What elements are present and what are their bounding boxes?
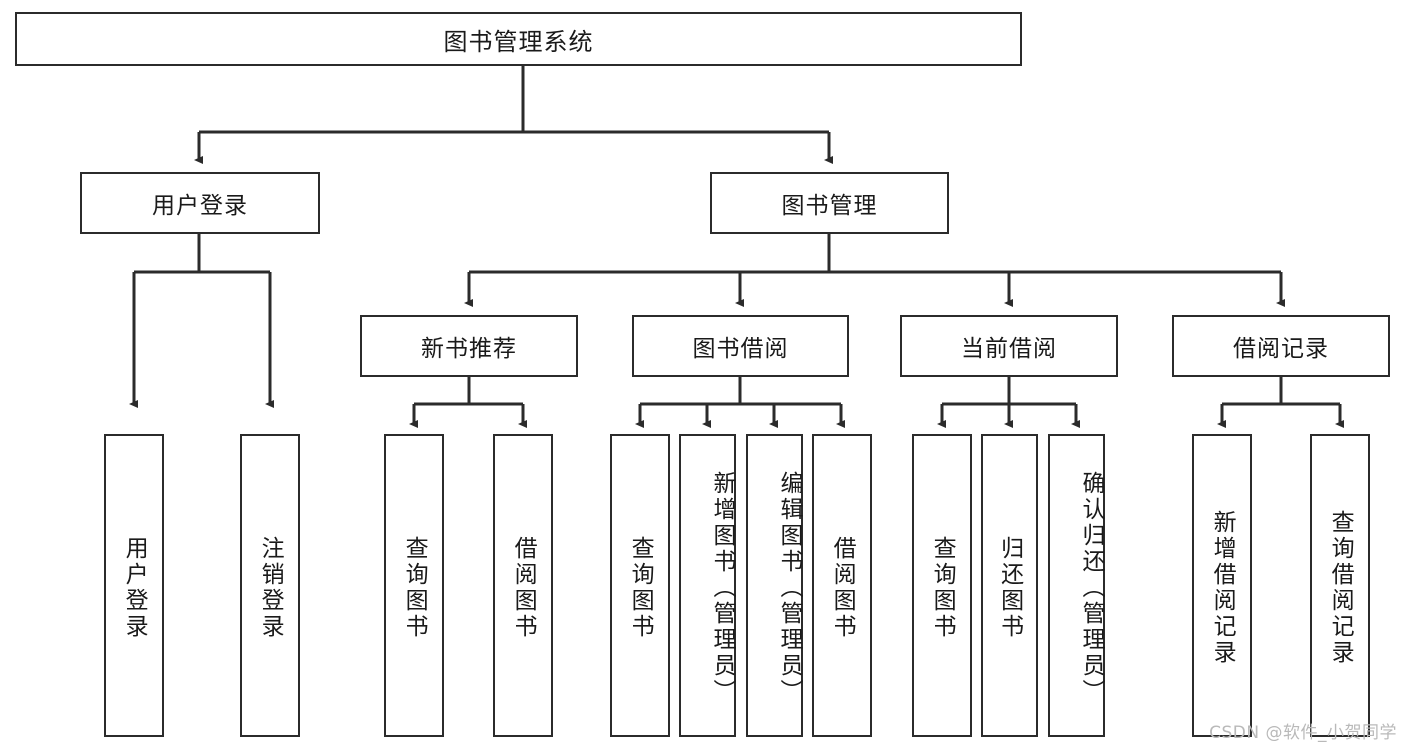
leaf-borrow-book-1[interactable]: 借阅图书 bbox=[493, 434, 553, 737]
leaf-edit-book[interactable]: 编辑图书（管理员） bbox=[746, 434, 803, 737]
node-book-borrow-label: 图书借阅 bbox=[692, 336, 789, 362]
leaf-query-record[interactable]: 查询借阅记录 bbox=[1310, 434, 1370, 737]
node-new-book-recommend[interactable]: 新书推荐 bbox=[360, 315, 578, 377]
leaf-confirm-return[interactable]: 确认归还（管理员） bbox=[1048, 434, 1105, 737]
node-borrow-record-label: 借阅记录 bbox=[1233, 336, 1329, 362]
node-current-borrow[interactable]: 当前借阅 bbox=[900, 315, 1118, 377]
node-root-label: 图书管理系统 bbox=[443, 27, 594, 56]
node-book-manage-label: 图书管理 bbox=[781, 193, 878, 219]
leaf-query-record-label: 查询借阅记录 bbox=[1327, 509, 1354, 666]
node-borrow-record[interactable]: 借阅记录 bbox=[1172, 315, 1390, 377]
leaf-query-book-3[interactable]: 查询图书 bbox=[912, 434, 972, 737]
node-new-book-recommend-label: 新书推荐 bbox=[421, 336, 517, 362]
node-root[interactable]: 图书管理系统 bbox=[15, 12, 1022, 66]
leaf-add-record-label: 新增借阅记录 bbox=[1209, 509, 1236, 666]
node-user-login[interactable]: 用户登录 bbox=[80, 172, 320, 234]
leaf-query-book-2-label: 查询图书 bbox=[627, 535, 654, 640]
leaf-logout[interactable]: 注销登录 bbox=[240, 434, 300, 737]
leaf-return-book-label: 归还图书 bbox=[996, 535, 1023, 640]
leaf-query-book-2[interactable]: 查询图书 bbox=[610, 434, 670, 737]
node-book-borrow[interactable]: 图书借阅 bbox=[632, 315, 849, 377]
node-book-manage[interactable]: 图书管理 bbox=[710, 172, 949, 234]
leaf-query-book-1[interactable]: 查询图书 bbox=[384, 434, 444, 737]
leaf-query-book-3-label: 查询图书 bbox=[929, 535, 956, 640]
leaf-confirm-return-label: 确认归还（管理员） bbox=[1078, 470, 1104, 705]
watermark: CSDN @软件_小贺同学 bbox=[1209, 723, 1397, 743]
leaf-edit-book-label: 编辑图书（管理员） bbox=[776, 470, 802, 705]
leaf-borrow-book-2-label: 借阅图书 bbox=[829, 535, 856, 640]
node-current-borrow-label: 当前借阅 bbox=[961, 336, 1057, 362]
leaf-borrow-book-1-label: 借阅图书 bbox=[510, 535, 537, 640]
leaf-add-book[interactable]: 新增图书（管理员） bbox=[679, 434, 736, 737]
leaf-logout-label: 注销登录 bbox=[257, 535, 284, 640]
leaf-return-book[interactable]: 归还图书 bbox=[981, 434, 1038, 737]
leaf-query-book-1-label: 查询图书 bbox=[401, 535, 428, 640]
leaf-user-login-label: 用户登录 bbox=[121, 535, 148, 640]
node-user-login-label: 用户登录 bbox=[152, 193, 248, 219]
leaf-add-book-label: 新增图书（管理员） bbox=[709, 470, 735, 705]
leaf-add-record[interactable]: 新增借阅记录 bbox=[1192, 434, 1252, 737]
leaf-user-login[interactable]: 用户登录 bbox=[104, 434, 164, 737]
leaf-borrow-book-2[interactable]: 借阅图书 bbox=[812, 434, 872, 737]
